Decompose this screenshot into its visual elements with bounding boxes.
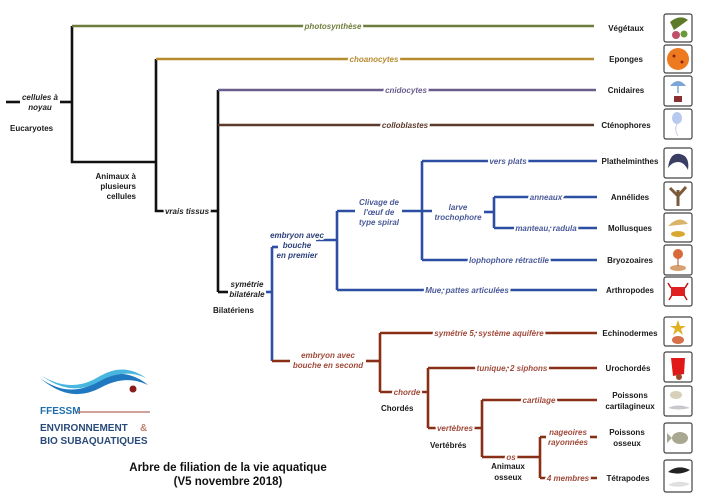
sponge-icon — [663, 44, 693, 74]
leaf-bryozoaires: Bryozoaires — [607, 256, 653, 265]
trait-colloblastes: colloblastes — [382, 121, 429, 130]
logo-brand: FFESSM — [40, 406, 81, 417]
leaf-vegetaux: Végétaux — [608, 24, 644, 33]
trait-cartilage: cartilage — [523, 396, 556, 405]
trait-lophophore: lophophore rétractile — [469, 256, 550, 265]
trait-symetrie5: symétrie 5, système aquifère — [434, 329, 544, 338]
trait-os: os — [506, 453, 516, 462]
diagram-subtitle: (V5 novembre 2018) — [174, 476, 283, 488]
leaf-ctenophores: Cténophores — [601, 121, 651, 130]
trait-manteau-radula: manteau, radula — [515, 224, 577, 233]
trait-chorde: chorde — [394, 388, 421, 397]
leaf-eponges: Eponges — [609, 55, 643, 64]
trait-anneaux: anneaux — [530, 193, 563, 202]
ray-shark-icon — [663, 385, 693, 417]
leaf-plathelminthes: Plathelminthes — [602, 157, 659, 166]
trait-vrais-tissus: vrais tissus — [165, 207, 210, 216]
trait-choanocytes: choanocytes — [350, 55, 399, 64]
trait-4-membres: 4 membres — [546, 474, 590, 483]
diagram-title: Arbre de filiation de la vie aquatique — [129, 462, 326, 474]
deuterostomes-branches — [272, 331, 597, 480]
ffessm-logo: FFESSM ENVIRONNEMENT & BIO SUBAQUATIQUES — [40, 369, 150, 447]
group-chordes: Chordés — [381, 404, 414, 413]
flatworm-icon — [663, 147, 693, 179]
leaf-cnidaires: Cnidaires — [608, 86, 645, 95]
leaf-tetrapodes: Tétrapodes — [606, 474, 650, 483]
plant-icon — [663, 13, 693, 43]
leaf-arthropodes: Arthropodes — [606, 286, 655, 295]
trait-vers-plats: vers plats — [489, 157, 527, 166]
group-vertebres: Vertébrés — [430, 441, 467, 450]
trait-cnidocytes: cnidocytes — [385, 86, 427, 95]
trait-vertebres: vertèbres — [437, 424, 474, 433]
logo-line2: BIO SUBAQUATIQUES — [40, 436, 148, 447]
logo-ampersand: & — [140, 423, 147, 434]
crab-icon — [663, 276, 693, 307]
jellyfish-icon — [663, 75, 693, 107]
dolphin-icon — [663, 459, 693, 493]
group-eucaryotes: Eucaryotes — [10, 124, 54, 133]
tunicate-icon — [663, 351, 693, 383]
logo-line1: ENVIRONNEMENT — [40, 423, 128, 434]
starfish-icon — [663, 316, 693, 347]
annelid-icon — [663, 181, 693, 211]
ctenophore-icon — [663, 108, 693, 140]
trunk-branches — [6, 26, 228, 294]
leaf-echinodermes: Echinodermes — [602, 329, 658, 338]
protostomes-branches — [266, 159, 597, 361]
leaf-mollusques: Mollusques — [608, 224, 653, 233]
group-bilateriens: Bilatériens — [213, 306, 254, 315]
leaf-urochordes: Urochordés — [606, 364, 651, 373]
trait-photosynthese: photosynthèse — [304, 22, 362, 31]
trait-tunique: tunique, 2 siphons — [477, 364, 548, 373]
trait-mue: Mue, pattes articulées — [425, 286, 509, 295]
bryozoan-icon — [663, 244, 693, 276]
mollusc-icon — [663, 212, 693, 243]
bony-fish-icon — [663, 422, 693, 454]
leaf-annelides: Annélides — [611, 193, 650, 202]
